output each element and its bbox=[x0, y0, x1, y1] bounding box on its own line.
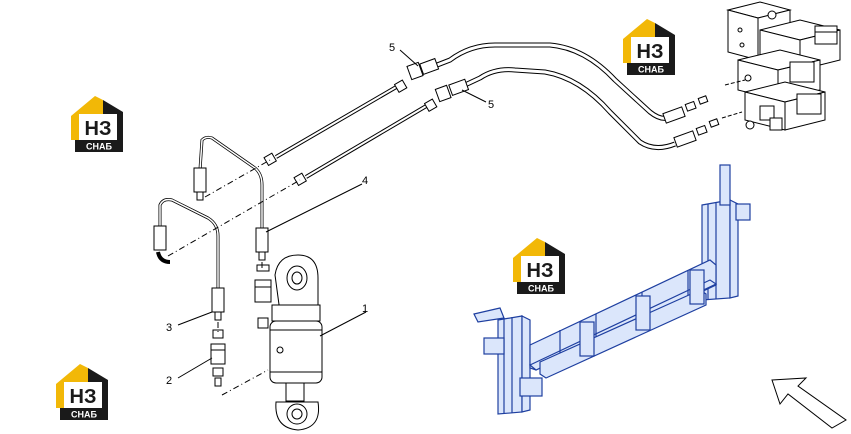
hose-left-b bbox=[153, 198, 225, 321]
leader-lines bbox=[177, 49, 487, 379]
watermark-logo-top-right: НЗ СНАБ bbox=[617, 13, 681, 77]
direction-arrow bbox=[771, 377, 847, 429]
watermark-sub-text: СНАБ bbox=[86, 142, 112, 152]
fitting-stack bbox=[210, 329, 226, 387]
callout-4: 4 bbox=[362, 175, 368, 187]
watermark-logo-top-left: НЗ СНАБ bbox=[65, 90, 129, 154]
watermark-logo-center: НЗ СНАБ bbox=[507, 232, 571, 296]
callout-5-upper: 5 bbox=[389, 42, 395, 54]
watermark-main-text: НЗ bbox=[85, 118, 112, 140]
watermark-sub-text: СНАБ bbox=[638, 65, 664, 75]
callout-5-lower: 5 bbox=[488, 99, 494, 111]
watermark-main-text: НЗ bbox=[70, 386, 97, 408]
hose-upper bbox=[406, 42, 709, 124]
pipe-upper bbox=[263, 79, 408, 167]
callout-1: 1 bbox=[362, 303, 368, 315]
callout-3: 3 bbox=[166, 322, 172, 334]
watermark-sub-text: СНАБ bbox=[528, 284, 554, 294]
watermark-main-text: НЗ bbox=[527, 260, 554, 282]
connection-lines bbox=[167, 159, 301, 396]
watermark-logo-bottom-left: НЗ СНАБ bbox=[50, 358, 114, 422]
pipe-lower bbox=[293, 98, 438, 187]
watermark-sub-text: СНАБ bbox=[71, 410, 97, 420]
watermark-main-text: НЗ bbox=[637, 41, 664, 63]
hose-left-a bbox=[193, 135, 269, 261]
callout-2: 2 bbox=[166, 375, 172, 387]
cylinder-fittings bbox=[254, 264, 272, 329]
hose-lower bbox=[434, 67, 720, 150]
stabilizer-frame bbox=[473, 164, 751, 415]
control-valve-block bbox=[721, 1, 841, 131]
hydraulic-cylinder bbox=[269, 254, 323, 431]
